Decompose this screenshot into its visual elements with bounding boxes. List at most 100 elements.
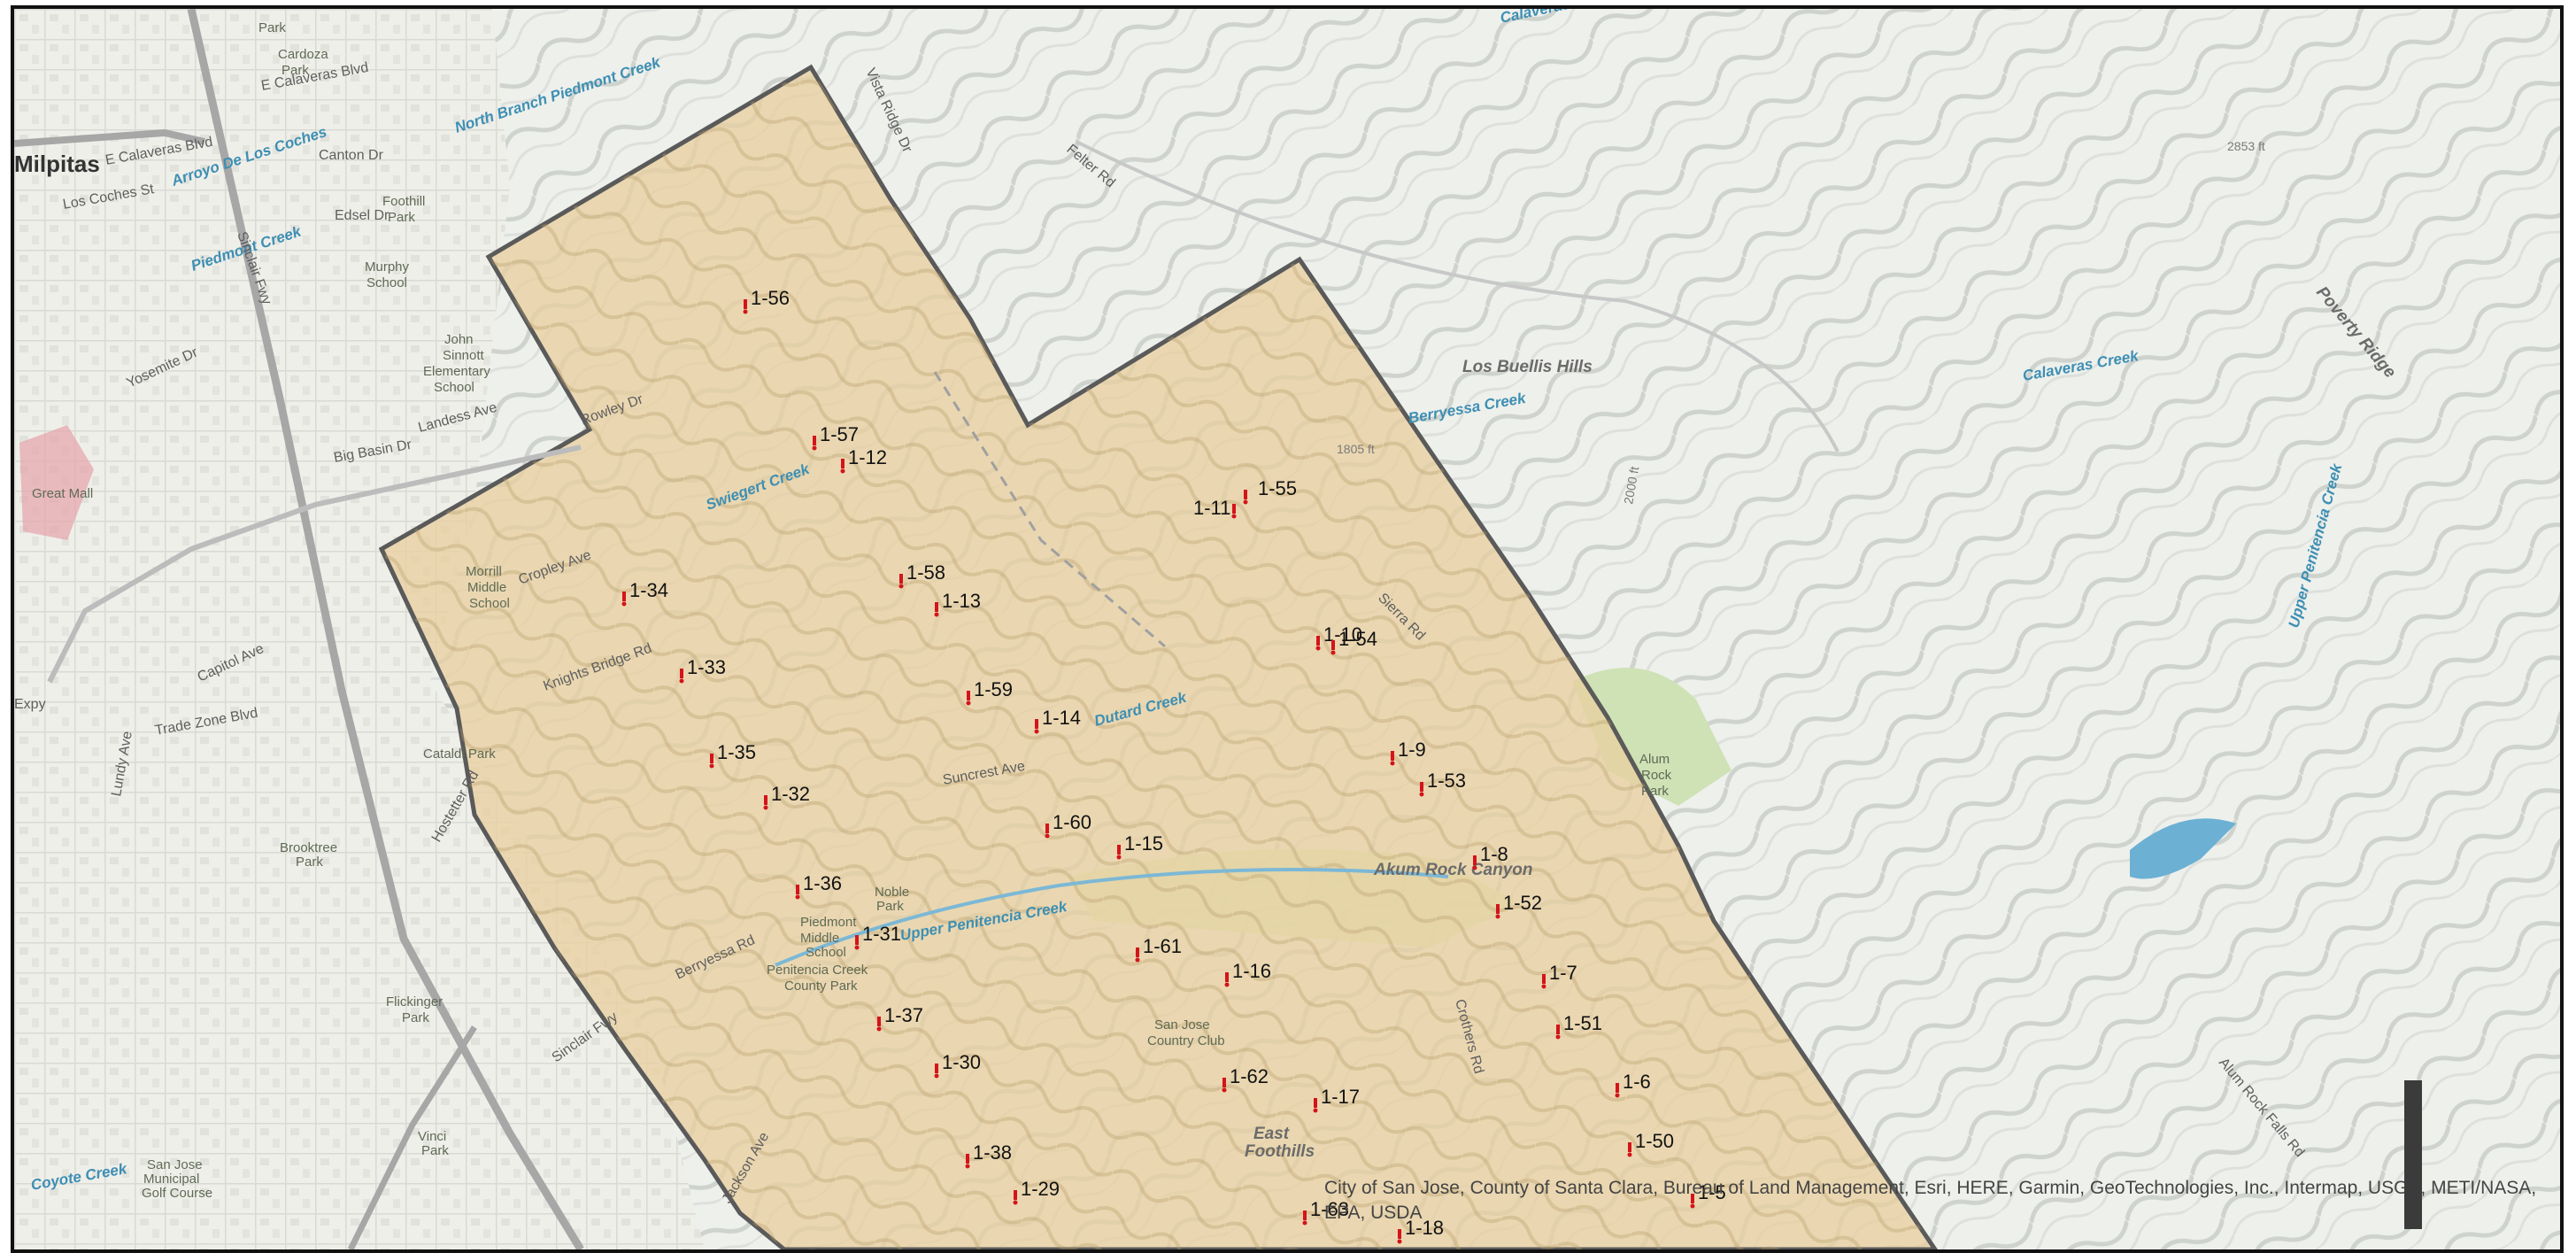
site-marker-1-16[interactable]: 1-16	[1224, 960, 1272, 987]
marker-icon[interactable]	[1628, 1142, 1631, 1152]
site-marker-1-35[interactable]: 1-35	[709, 741, 757, 769]
marker-dot	[1690, 1203, 1695, 1209]
marker-label: 1-15	[1124, 832, 1163, 855]
marker-label: 1-35	[717, 741, 756, 763]
site-marker-1-63[interactable]: 1-63	[1302, 1198, 1350, 1226]
great-mall	[19, 425, 94, 540]
marker-icon[interactable]	[841, 459, 845, 468]
marker-icon[interactable]	[935, 602, 938, 612]
marker-label: 1-52	[1503, 892, 1542, 914]
site-marker-1-58[interactable]: 1-58	[899, 561, 946, 589]
site-marker-1-52[interactable]: 1-52	[1495, 892, 1543, 919]
site-marker-1-62[interactable]: 1-62	[1222, 1065, 1269, 1093]
marker-icon[interactable]	[710, 754, 713, 763]
marker-icon[interactable]	[935, 1064, 938, 1073]
marker-icon[interactable]	[1542, 974, 1546, 984]
site-marker-1-30[interactable]: 1-30	[934, 1051, 982, 1079]
marker-label: 1-59	[974, 678, 1013, 700]
markers-layer[interactable]: 1-56 1-571-12 1-11 1-55 1-34 1-581-13 1-101-54…	[621, 287, 1726, 1244]
marker-icon[interactable]	[1232, 504, 1236, 514]
map-label-poi: Great Mall	[32, 486, 93, 501]
marker-icon[interactable]	[1473, 855, 1477, 865]
site-marker-1-38[interactable]: 1-38	[965, 1141, 1013, 1169]
map-label-poi: Park	[282, 63, 309, 78]
marker-icon[interactable]	[966, 1154, 969, 1164]
site-marker-1-33[interactable]: 1-33	[679, 656, 727, 684]
scale-bar-handle[interactable]	[2404, 1080, 2422, 1229]
site-marker-1-61[interactable]: 1-61	[1135, 935, 1183, 963]
marker-icon[interactable]	[1616, 1083, 1619, 1093]
marker-icon[interactable]	[744, 299, 747, 309]
site-marker-1-55[interactable]: 1-55	[1243, 477, 1298, 505]
marker-icon[interactable]	[1244, 490, 1247, 499]
marker-icon[interactable]	[1136, 947, 1139, 957]
site-marker-1-50[interactable]: 1-50	[1627, 1130, 1675, 1157]
marker-icon[interactable]	[1303, 1210, 1307, 1220]
marker-label: 1-60	[1053, 811, 1091, 833]
site-marker-1-12[interactable]: 1-12	[840, 446, 888, 474]
map-label-poi: County Park	[784, 978, 858, 994]
site-marker-1-18[interactable]: 1-18	[1397, 1217, 1445, 1244]
site-marker-1-56[interactable]: 1-56	[743, 287, 791, 314]
site-marker-1-60[interactable]: 1-60	[1045, 811, 1092, 839]
site-marker-1-10[interactable]: 1-10	[1315, 623, 1363, 651]
site-marker-1-34[interactable]: 1-34	[621, 579, 669, 607]
marker-icon[interactable]	[1420, 782, 1423, 792]
site-marker-1-11[interactable]: 1-11	[1193, 497, 1237, 519]
map-attribution: City of San Jose, County of Santa Clara,…	[1324, 1178, 2537, 1223]
map-label-poi: Vinci	[418, 1129, 446, 1144]
marker-icon[interactable]	[680, 669, 683, 678]
marker-icon[interactable]	[796, 885, 799, 894]
marker-icon[interactable]	[1035, 719, 1038, 729]
site-marker-1-15[interactable]: 1-15	[1116, 832, 1164, 860]
site-marker-1-36[interactable]: 1-36	[795, 872, 843, 900]
site-marker-1-31[interactable]: 1-31	[854, 923, 902, 950]
marker-icon[interactable]	[855, 935, 859, 945]
marker-icon[interactable]	[877, 1017, 881, 1026]
map-label-poi: School	[366, 275, 407, 290]
marker-icon[interactable]	[813, 436, 816, 445]
site-marker-1-14[interactable]: 1-14	[1034, 707, 1082, 734]
capitol-expressway	[47, 445, 582, 684]
site-marker-1-59[interactable]: 1-59	[966, 678, 1014, 706]
marker-icon[interactable]	[1316, 636, 1320, 646]
marker-dot	[1013, 1200, 1018, 1205]
site-marker-1-51[interactable]: 1-51	[1555, 1012, 1603, 1040]
marker-icon[interactable]	[1222, 1078, 1226, 1087]
marker-dot	[1541, 984, 1546, 989]
marker-icon[interactable]	[764, 795, 767, 805]
marker-dot	[934, 1073, 939, 1079]
marker-icon[interactable]	[1117, 845, 1121, 855]
site-marker-1-57[interactable]: 1-57	[812, 423, 860, 451]
marker-icon[interactable]	[1391, 751, 1394, 761]
site-marker-1-13[interactable]: 1-13	[934, 590, 982, 617]
site-marker-1-29[interactable]: 1-29	[1013, 1178, 1060, 1205]
marker-icon[interactable]	[1225, 972, 1229, 982]
site-marker-1-54[interactable]: 1-54	[1330, 628, 1378, 655]
marker-icon[interactable]	[1398, 1229, 1401, 1239]
site-marker-1-53[interactable]: 1-53	[1419, 770, 1467, 797]
marker-label: 1-53	[1427, 770, 1466, 792]
marker-dot	[966, 700, 971, 706]
site-marker-1-17[interactable]: 1-17	[1313, 1086, 1361, 1113]
marker-icon[interactable]	[1556, 1025, 1560, 1034]
marker-label: 1-32	[771, 783, 810, 805]
site-marker-1-6[interactable]: 1-6	[1615, 1071, 1651, 1098]
marker-icon[interactable]	[1496, 904, 1500, 914]
marker-icon[interactable]	[622, 592, 626, 601]
marker-icon[interactable]	[1314, 1098, 1317, 1108]
site-marker-1-8[interactable]: 1-8	[1472, 843, 1508, 870]
marker-icon[interactable]	[1045, 824, 1049, 833]
site-marker-1-5[interactable]: 1-5	[1690, 1181, 1726, 1209]
marker-icon[interactable]	[1691, 1194, 1694, 1203]
site-marker-1-7[interactable]: 1-7	[1541, 962, 1577, 989]
marker-icon[interactable]	[1014, 1190, 1017, 1200]
marker-icon[interactable]	[1331, 640, 1335, 650]
site-marker-1-37[interactable]: 1-37	[876, 1004, 924, 1032]
marker-icon[interactable]	[967, 691, 970, 700]
marker-icon[interactable]	[899, 574, 903, 584]
site-marker-1-9[interactable]: 1-9	[1390, 739, 1426, 766]
site-marker-1-32[interactable]: 1-32	[763, 783, 811, 810]
